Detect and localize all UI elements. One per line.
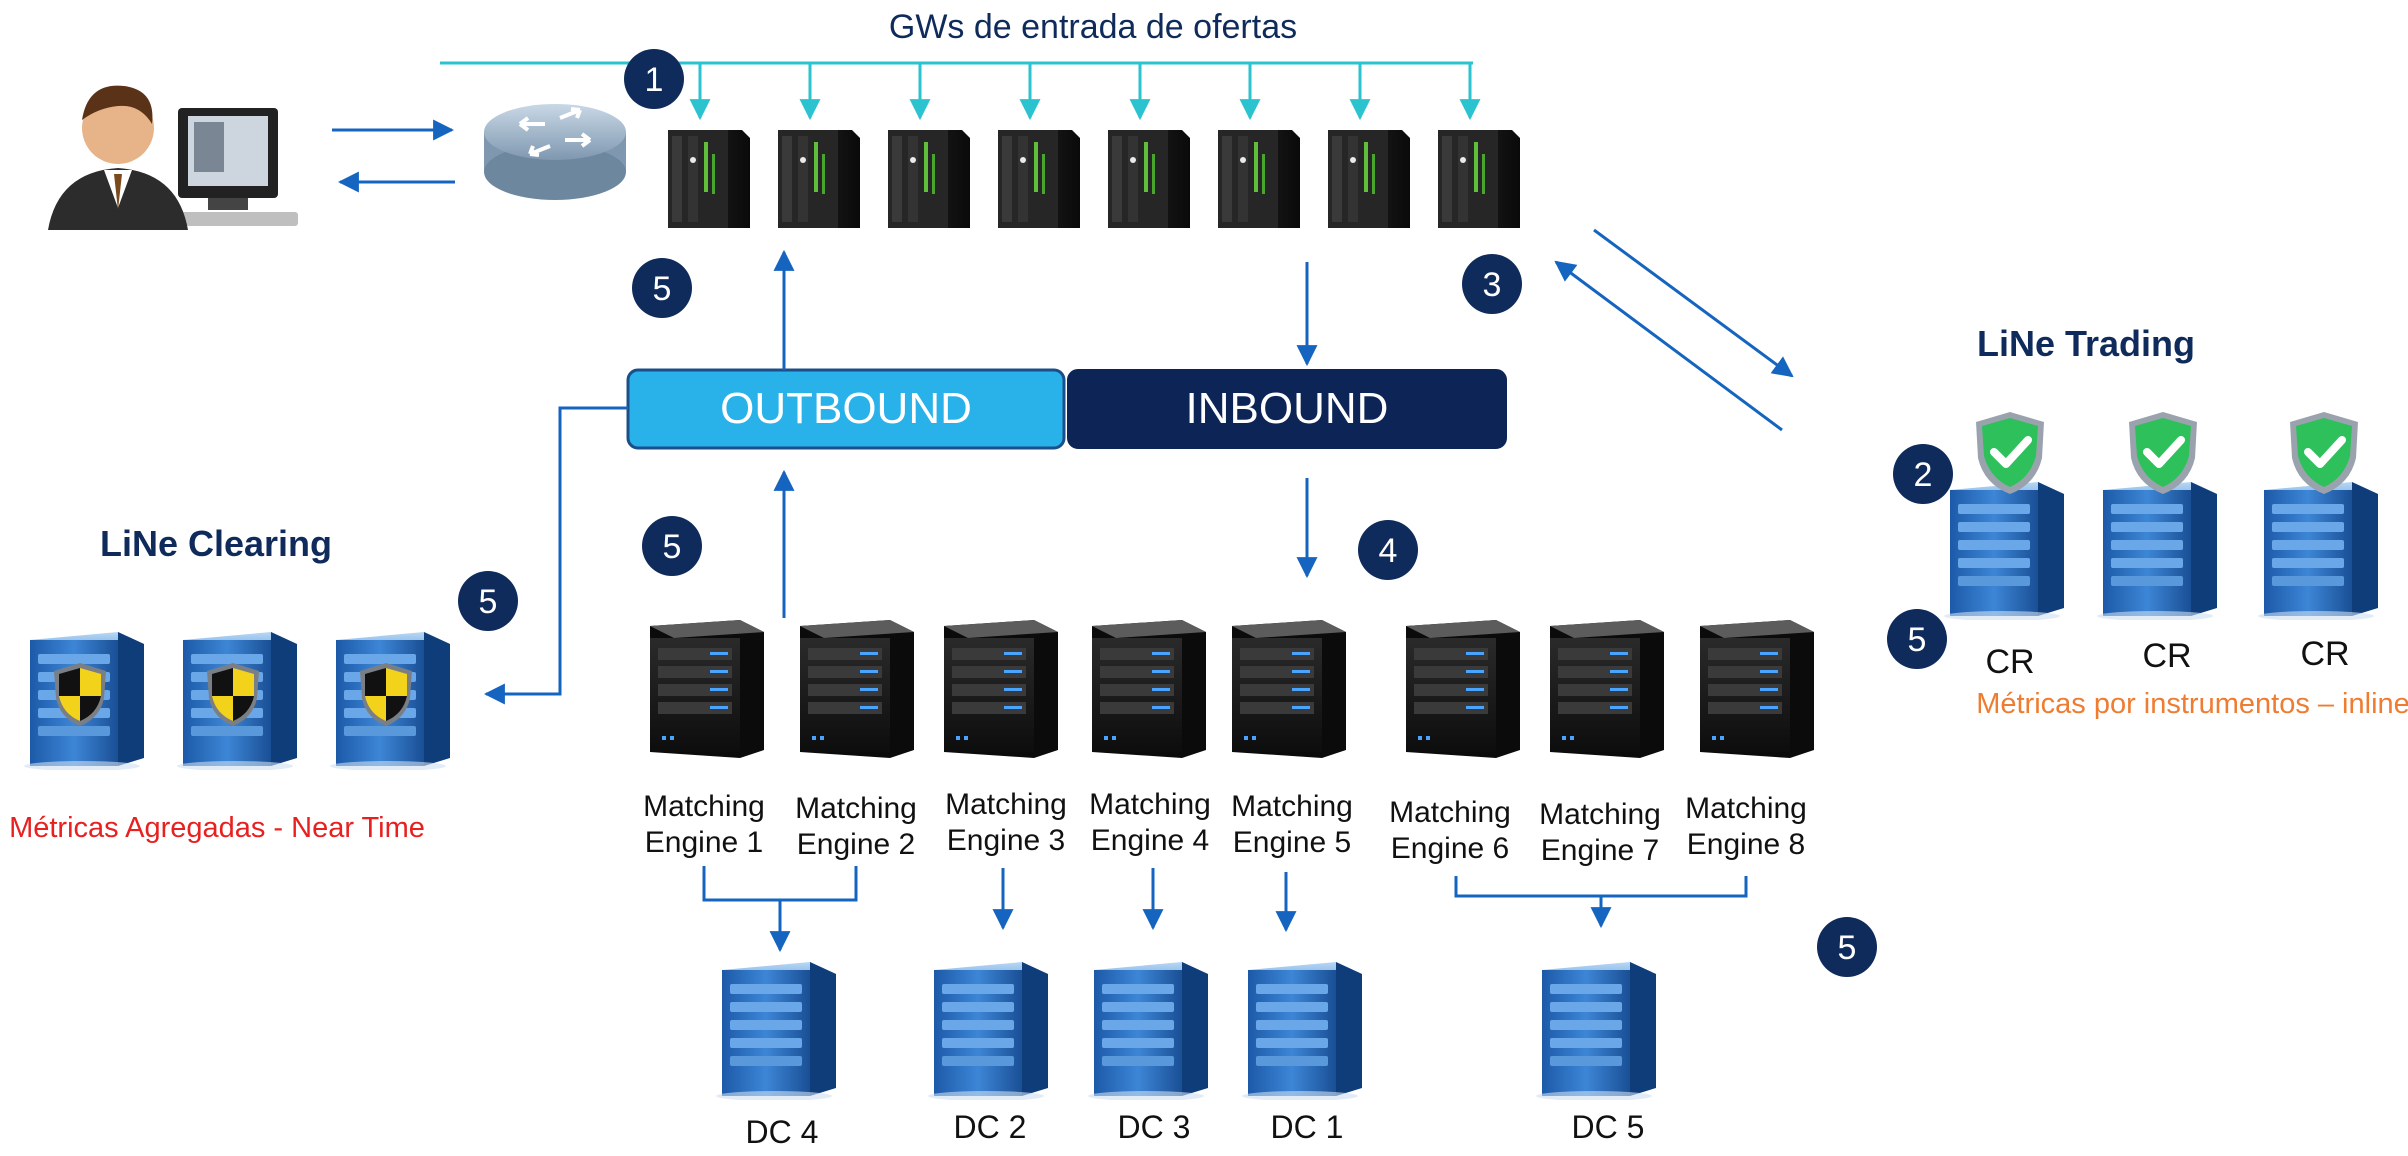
line-clearing-title: LiNe Clearing — [100, 523, 332, 564]
datacenter-label: DC 4 — [746, 1114, 819, 1150]
gateway-server-icon — [668, 130, 750, 228]
check-shield-icon — [2129, 412, 2197, 494]
engine-label-line1: Matching — [1685, 792, 1807, 825]
step-badge: 2 — [1893, 444, 1953, 504]
matching-engine-server-icon — [1550, 620, 1664, 758]
step-badge-number: 3 — [1483, 266, 1502, 304]
trading-server-label: CR — [1985, 643, 2034, 681]
step-badge: 5 — [1887, 609, 1947, 669]
step-badges: 1 5 3 2 5 5 5 4 5 — [458, 49, 1953, 977]
step-badge-number: 5 — [653, 270, 672, 308]
engine-label-line1: Matching — [1389, 796, 1511, 829]
engine-label-line1: Matching — [1089, 788, 1211, 821]
gateway-server-icon — [778, 130, 860, 228]
inbound-label: INBOUND — [1186, 384, 1389, 433]
matching-engine-server-icon — [1092, 620, 1206, 758]
line-trading-title: LiNe Trading — [1977, 323, 2195, 364]
engine-label-line2: Engine 6 — [1391, 832, 1509, 865]
engine-label-line2: Engine 2 — [797, 828, 915, 861]
gateway-server-icon — [1438, 130, 1520, 228]
step-badge: 1 — [624, 49, 684, 109]
engine-label-line2: Engine 4 — [1091, 824, 1209, 857]
step-badge: 5 — [1817, 917, 1877, 977]
trading-server-icon — [1944, 482, 2064, 620]
gateway-server-icon — [1108, 130, 1190, 228]
engine-label-line1: Matching — [1539, 798, 1661, 831]
datacenter-server-icon — [1242, 962, 1362, 1100]
datacenter-server-icon — [928, 962, 1048, 1100]
engine-dc-connectors — [702, 866, 1748, 953]
step-badge: 3 — [1462, 254, 1522, 314]
step-badge-number: 5 — [1838, 929, 1857, 967]
matching-engine-server-icon — [1406, 620, 1520, 758]
step-badge-number: 5 — [663, 528, 682, 566]
trading-server-label: CR — [2142, 637, 2191, 675]
datacenter-server-icon — [1536, 962, 1656, 1100]
datacenter-label: DC 3 — [1118, 1109, 1191, 1145]
engine-label-line2: Engine 5 — [1233, 826, 1351, 859]
datacenters: DC 4 DC 2 DC 3 DC 1 DC 5 — [716, 962, 1656, 1150]
step-badge-number: 4 — [1379, 532, 1398, 570]
step-badge: 4 — [1358, 520, 1418, 580]
engine-label-line1: Matching — [643, 790, 765, 823]
step-badge: 5 — [458, 571, 518, 631]
matching-engine-server-icon — [1700, 620, 1814, 758]
inbound-bar: INBOUND — [1067, 369, 1507, 449]
gateway-server-icon — [888, 130, 970, 228]
trading-metrics-label: Métricas por instrumentos – inline — [1976, 688, 2408, 720]
gateway-server-icon — [998, 130, 1080, 228]
gateways-to-trading-arrow — [1593, 228, 1794, 378]
outbound-to-clearing-arrow — [483, 406, 628, 705]
datacenter-label: DC 1 — [1271, 1109, 1344, 1145]
engine-label-line2: Engine 1 — [645, 826, 763, 859]
trading-server-label: CR — [2300, 635, 2349, 673]
engine-label-line2: Engine 3 — [947, 824, 1065, 857]
router-icon — [484, 104, 626, 200]
step-badge: 5 — [632, 258, 692, 318]
datacenter-server-icon — [1088, 962, 1208, 1100]
step-badge-number: 2 — [1914, 456, 1933, 494]
step-badge-number: 5 — [1908, 621, 1927, 659]
matching-engine-server-icon — [800, 620, 914, 758]
engine-label-line1: Matching — [1231, 790, 1353, 823]
step-badge-number: 5 — [479, 583, 498, 621]
trading-servers: CR CR CR — [1944, 412, 2378, 681]
matching-engine-server-icon — [650, 620, 764, 758]
engine-label-line1: Matching — [795, 792, 917, 825]
engine-label-line1: Matching — [945, 788, 1067, 821]
engine-label-line2: Engine 8 — [1687, 828, 1805, 861]
gateway-server-icon — [1328, 130, 1410, 228]
datacenter-label: DC 5 — [1572, 1109, 1645, 1145]
outbound-bar: OUTBOUND — [626, 368, 1066, 450]
gateway-racks — [668, 130, 1520, 228]
gateway-bus — [440, 61, 1481, 121]
step-badge: 5 — [642, 516, 702, 576]
gateways-title: GWs de entrada de ofertas — [889, 8, 1297, 46]
matching-engine-server-icon — [944, 620, 1058, 758]
check-shield-icon — [1976, 412, 2044, 494]
clearing-metrics-label: Métricas Agregadas - Near Time — [9, 812, 425, 844]
matching-engine-server-icon — [1232, 620, 1346, 758]
check-shield-icon — [2290, 412, 2358, 494]
trading-to-gateways-arrow — [1554, 260, 1783, 432]
outbound-label: OUTBOUND — [720, 384, 972, 433]
trading-server-icon — [2097, 482, 2217, 620]
datacenter-label: DC 2 — [954, 1109, 1027, 1145]
trading-server-icon — [2258, 482, 2378, 620]
step-badge-number: 1 — [645, 61, 664, 99]
clearing-servers — [24, 632, 450, 770]
gateway-server-icon — [1218, 130, 1300, 228]
user-workstation-icon — [48, 85, 298, 230]
datacenter-server-icon — [716, 962, 836, 1100]
engine-label-line2: Engine 7 — [1541, 834, 1659, 867]
